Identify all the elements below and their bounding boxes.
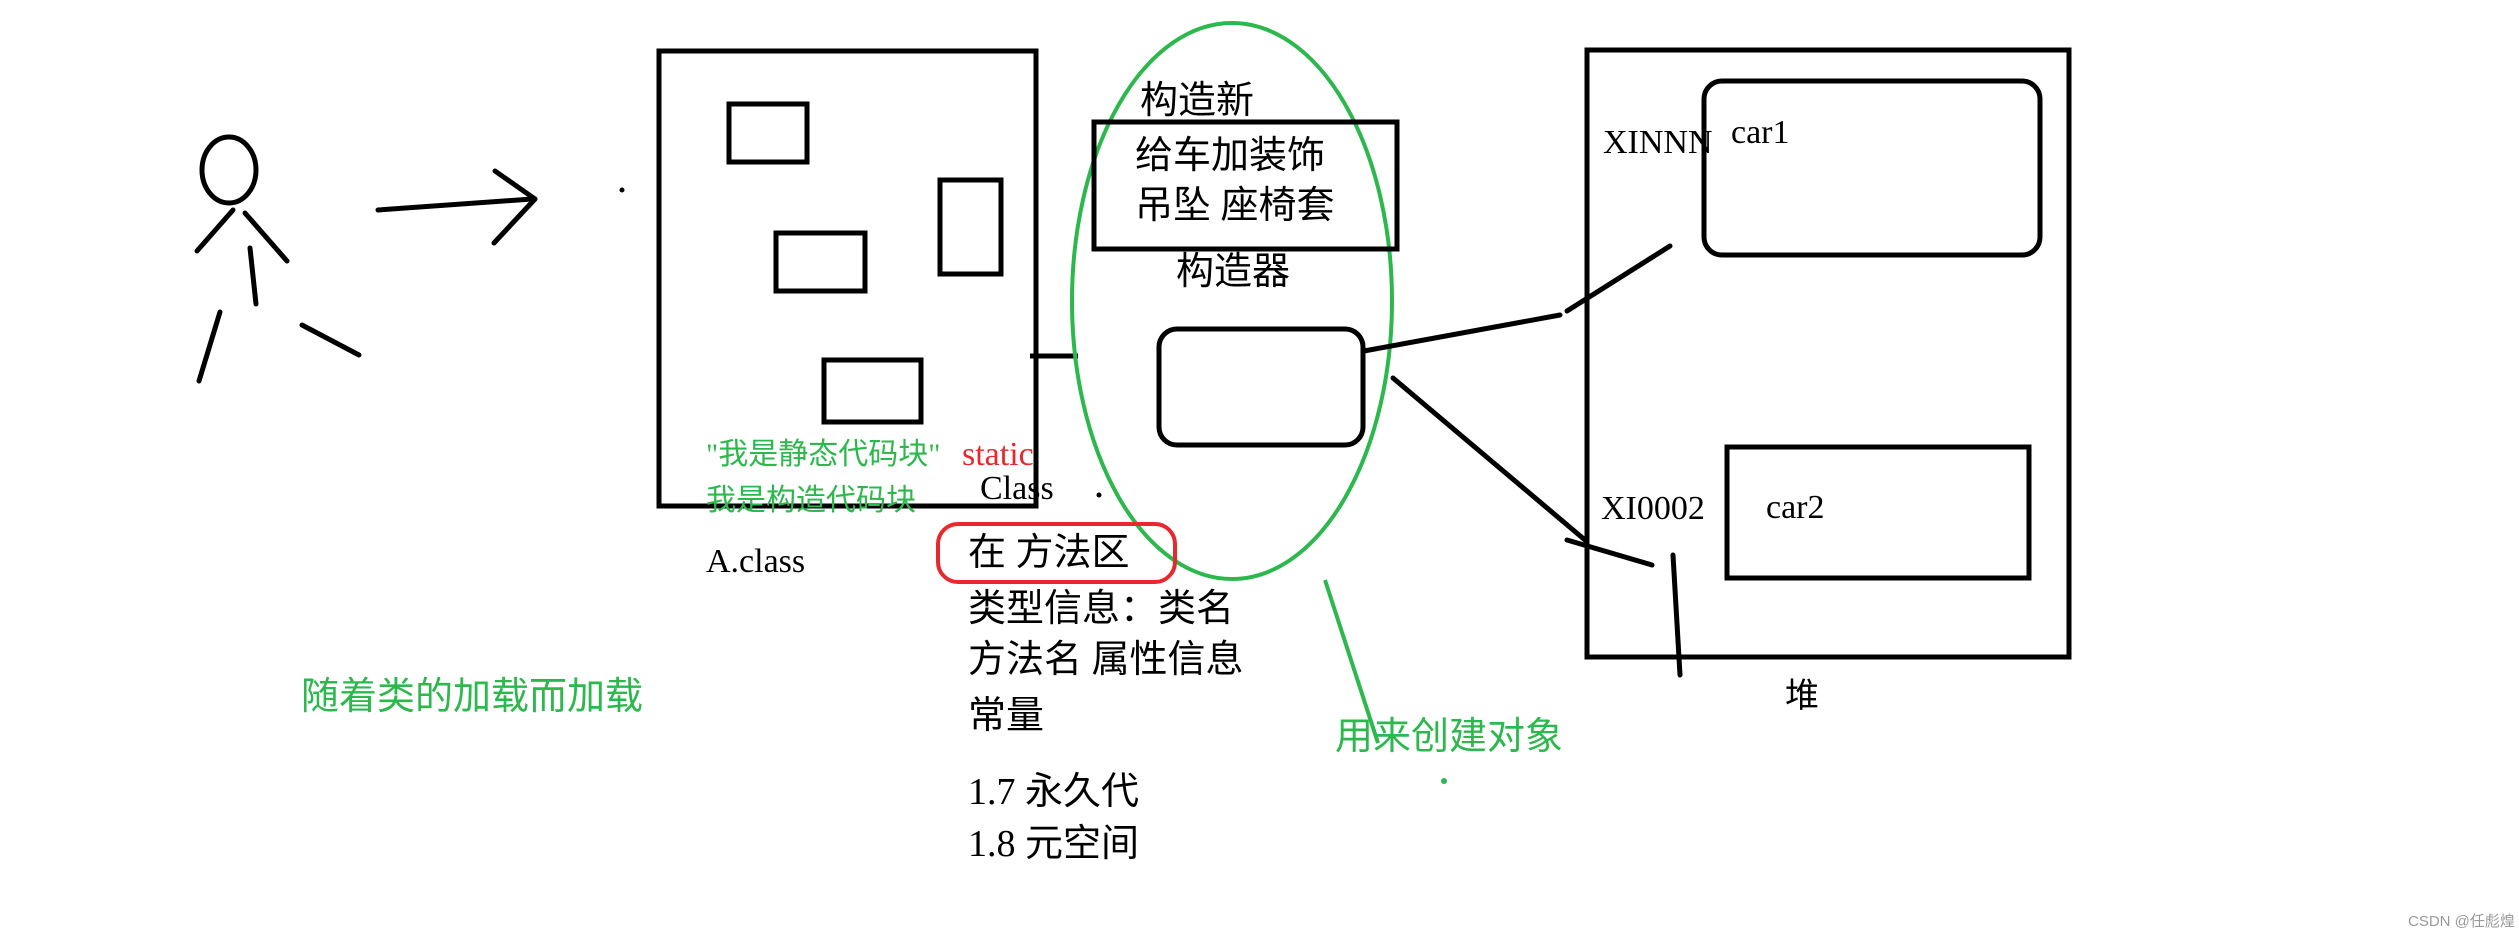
label-decorate-line1: 给车加装饰: [1135, 135, 1326, 177]
decoration-box: [1091, 119, 1400, 252]
label-perm-gen: 1.7 永久代: [968, 771, 1140, 813]
green-pointer-line: [1323, 579, 1380, 744]
label-type-info: 类型信息：类名: [968, 588, 1235, 630]
class-file-box: [656, 48, 1039, 509]
label-address-1: XINNN: [1603, 124, 1713, 161]
label-car1: car1: [1731, 114, 1790, 151]
green-dot: [1441, 778, 1447, 784]
label-static-keyword: static: [962, 436, 1034, 473]
heap-box: [1584, 47, 2072, 660]
arrow-to-class-file: [375, 168, 538, 246]
label-car2: car2: [1766, 489, 1825, 526]
stray-dot: [619, 187, 625, 193]
stray-dot-2: [1096, 492, 1102, 498]
label-decorate-line2: 吊坠 座椅套: [1135, 185, 1335, 227]
label-class-word: Class: [980, 470, 1054, 507]
method-area-highlight: [936, 522, 1177, 584]
label-a-class: A.class: [706, 543, 806, 580]
label-metaspace: 1.8 元空间: [968, 823, 1140, 865]
label-address-2: XI0002: [1601, 490, 1705, 527]
label-method-info: 方法名 属性信息: [968, 639, 1244, 681]
label-constants: 常量: [968, 695, 1045, 737]
watermark: CSDN @任彪煌: [2408, 913, 2515, 930]
label-create-object: 用来创建对象: [1335, 716, 1564, 758]
label-load-with-class: 随着类的加载而加载: [301, 676, 644, 718]
label-method-area: 在 方法区: [968, 532, 1130, 574]
label-constructor: 构造器: [1176, 251, 1291, 293]
label-heap: 堆: [1785, 678, 1819, 715]
reference-lines: [1361, 243, 1683, 678]
label-construct-block: 我是构造代码块: [706, 484, 916, 517]
label-static-block: "我是静态代码块": [706, 438, 941, 471]
label-construct-new: 构造新: [1140, 80, 1255, 122]
constructor-box: [1156, 326, 1366, 448]
stick-figure: [194, 134, 362, 384]
constructor-highlight-circle: [1070, 21, 1394, 581]
